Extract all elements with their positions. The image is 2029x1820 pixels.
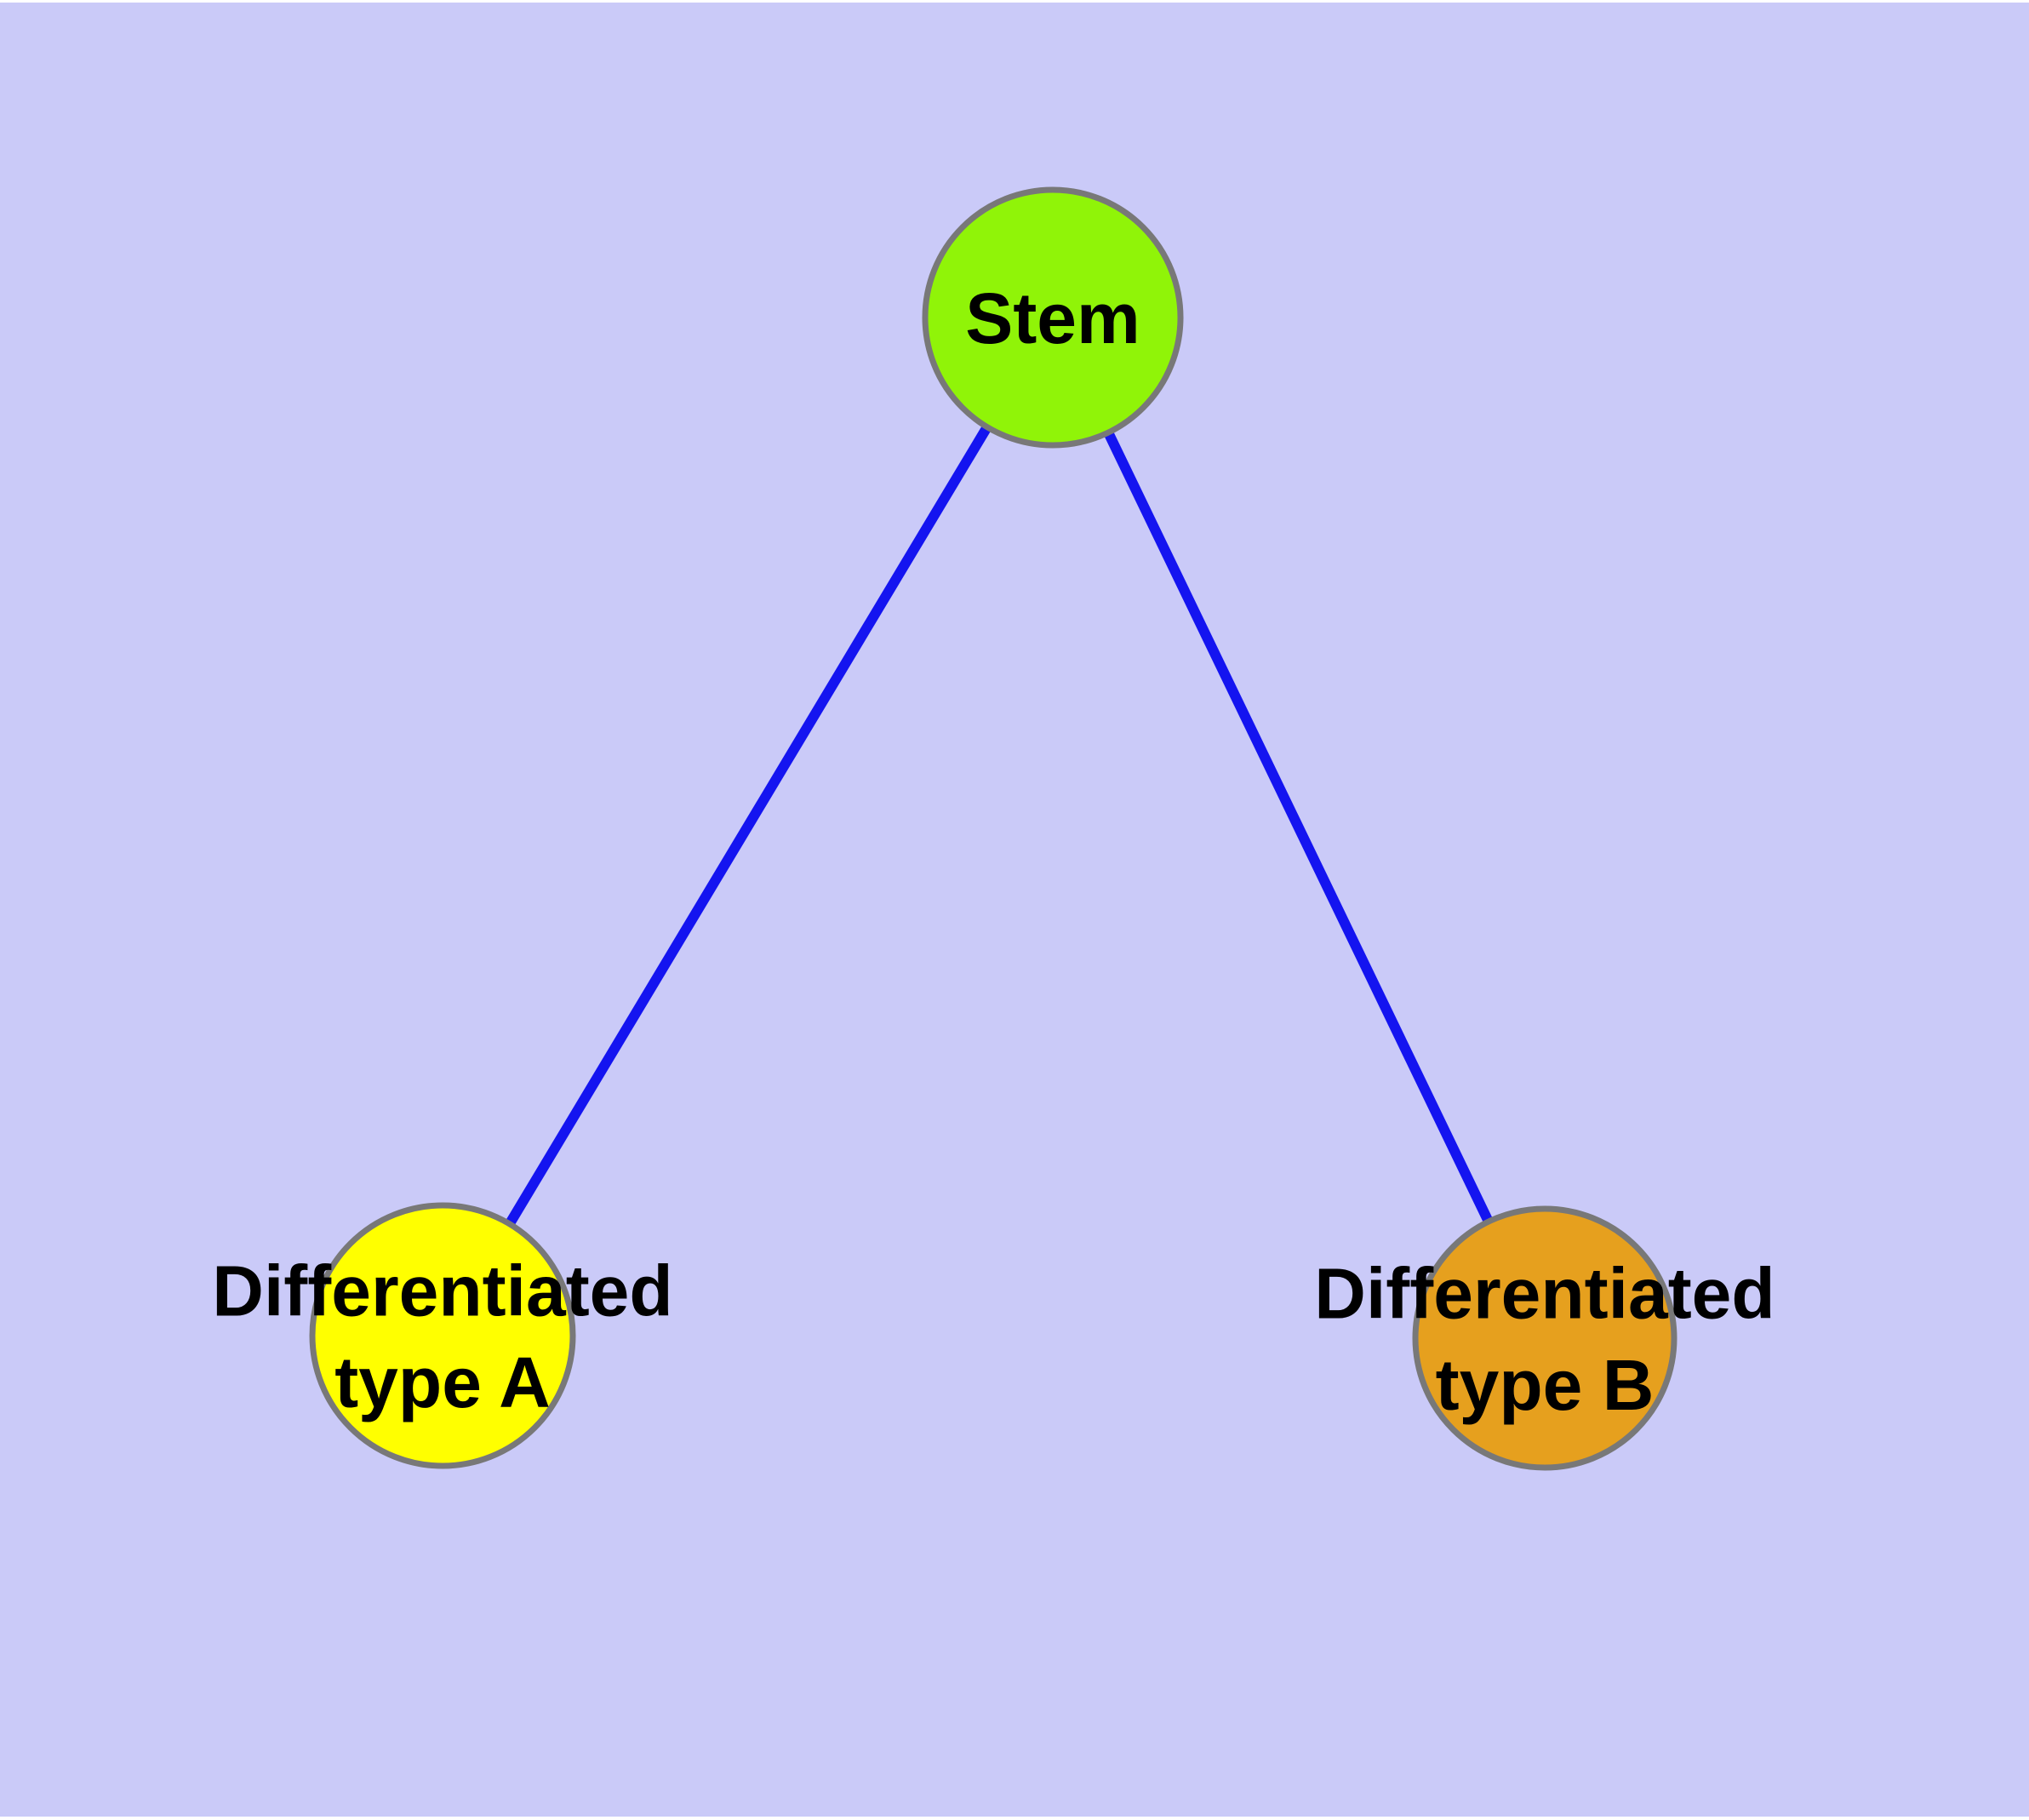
- edge-stem-to-differentiated-type-b: [1048, 315, 1550, 1341]
- edges-layer: [437, 314, 1550, 1341]
- node-label-line: Differentiated: [212, 1251, 672, 1331]
- node-label-line: type A: [334, 1342, 551, 1422]
- node-stem: [922, 186, 1184, 449]
- node-label-stem: Stem: [965, 278, 1140, 358]
- node-label-differentiated-type-b: Differentiated type B: [1314, 1253, 1775, 1425]
- node-differentiated-type-b: [1412, 1205, 1677, 1471]
- node-label-line: Differentiated: [1314, 1253, 1775, 1333]
- node-differentiated-type-a: [309, 1202, 576, 1469]
- node-label-line: Stem: [965, 278, 1140, 358]
- edge-stem-to-differentiated-type-a: [437, 314, 1058, 1339]
- node-label-differentiated-type-a: Differentiated type A: [212, 1251, 672, 1422]
- node-label-line: type B: [1436, 1345, 1655, 1425]
